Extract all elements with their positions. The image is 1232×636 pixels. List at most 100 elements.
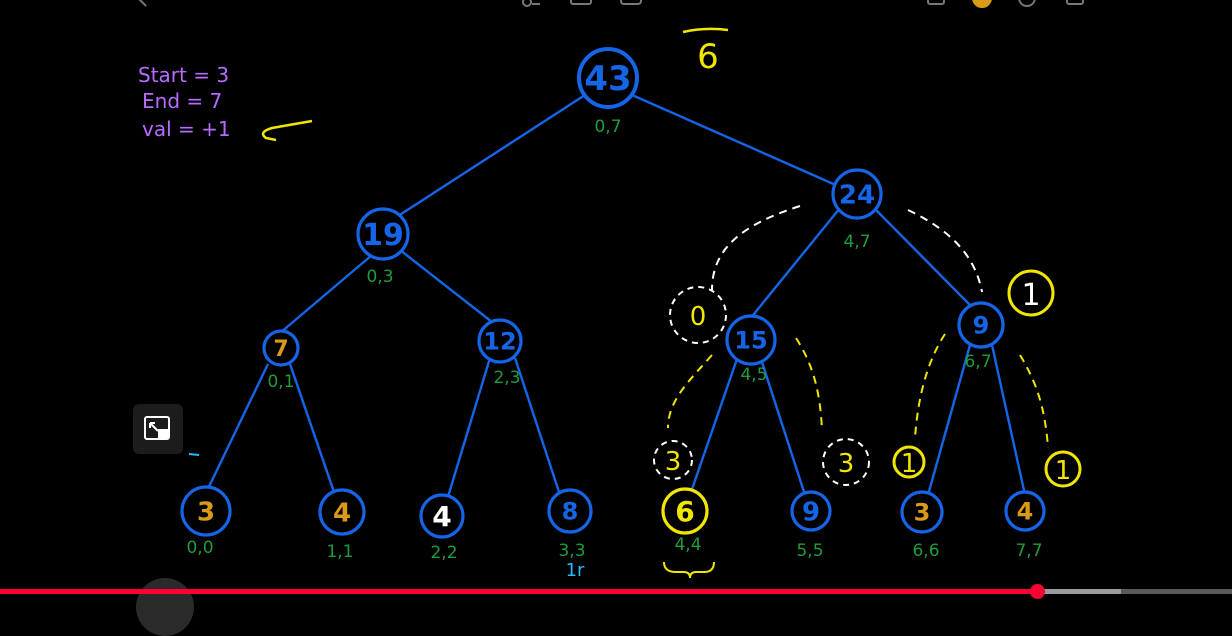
- node-circle: [180, 485, 232, 537]
- progress-scrubber[interactable]: [1030, 584, 1046, 599]
- tree-node-n12: 122,3: [477, 318, 523, 388]
- tree-node-l4: 64,4: [661, 487, 709, 555]
- shape-icon[interactable]: [1018, 0, 1036, 7]
- node-range: 6,7: [964, 352, 991, 372]
- lazy-value-l4: 3: [665, 447, 682, 477]
- node-range: 0,1: [267, 372, 294, 392]
- tree-node-l2: 42,2: [419, 493, 465, 563]
- cursor-icon[interactable]: [138, 0, 147, 7]
- node-value: 4: [432, 500, 451, 533]
- node-circle: [661, 487, 709, 535]
- lazy-value-l5: 3: [838, 449, 855, 479]
- node-value: 9: [973, 312, 990, 340]
- tree-nodes: 430,7190,3244,770,1122,3154,596,730,041,…: [180, 47, 1046, 563]
- start-annotation: Start = 3: [138, 63, 229, 87]
- six-bar-mark: [682, 27, 729, 34]
- player-control-circle[interactable]: [136, 578, 194, 636]
- node-range: 2,2: [430, 543, 457, 563]
- node-range: 4,7: [843, 232, 870, 252]
- brace-mark: [663, 561, 715, 579]
- lazy-arrows: [667, 205, 1049, 449]
- lazy-value-n15: 0: [690, 302, 707, 332]
- node-circle: [356, 207, 410, 261]
- page-icon[interactable]: [927, 0, 945, 5]
- lazy-solid-circles: [892, 269, 1082, 488]
- lazy-value-l6: 1: [901, 449, 918, 479]
- arrow-yellow-1: [667, 354, 713, 429]
- tree-node-n15: 154,5: [725, 314, 777, 385]
- node-circle: [900, 490, 944, 534]
- picture-in-picture-button[interactable]: [133, 404, 183, 454]
- node-value: 4: [1017, 498, 1034, 526]
- node-range: 0,3: [366, 267, 393, 287]
- played-bar: [0, 589, 1038, 594]
- tree-node-l0: 30,0: [180, 485, 232, 558]
- node-range: 0,7: [594, 117, 621, 137]
- small-tick-mark: [188, 453, 200, 456]
- node-range: 5,5: [796, 541, 823, 561]
- node-circle: [477, 318, 523, 364]
- top-toolbar: [138, 0, 1084, 8]
- tree-node-l1: 41,1: [318, 488, 366, 562]
- node-circle: [1004, 490, 1046, 532]
- node-range: 3,3: [558, 541, 585, 561]
- node-circle: [790, 490, 832, 532]
- video-progress-bar[interactable]: [0, 584, 1232, 599]
- camera-icon[interactable]: [620, 0, 642, 5]
- grid-icon[interactable]: [570, 0, 592, 5]
- node-range: 0,0: [186, 538, 213, 558]
- whiteboard-canvas: 430,7190,3244,770,1122,3154,596,730,041,…: [138, 0, 1084, 581]
- tree-node-l5: 95,5: [790, 490, 832, 561]
- node-range: 4,4: [674, 535, 701, 555]
- tree-edges: [203, 93, 1027, 501]
- pip-icon: [144, 416, 170, 440]
- node-range: 4,5: [740, 365, 767, 385]
- end-annotation: End = 7: [142, 89, 222, 113]
- leaf-note: 1r: [566, 560, 585, 581]
- node-circle: [725, 314, 777, 366]
- lazy-circle-n9: [1007, 269, 1055, 317]
- arrow-yellow-2: [795, 337, 823, 431]
- lazy-circle-l7: [1044, 450, 1082, 488]
- top-right-annotation: 6: [697, 37, 719, 77]
- color-picker-icon[interactable]: [972, 0, 992, 8]
- node-circle: [262, 329, 300, 367]
- lazy-circles: [653, 286, 870, 486]
- node-value: 7: [273, 337, 288, 362]
- arrow-white-right: [907, 209, 983, 293]
- tree-node-l3: 83,3: [547, 488, 593, 561]
- tree-node-l6: 36,6: [900, 490, 944, 561]
- node-circle: [831, 168, 883, 220]
- lazy-value-l7: 1: [1055, 456, 1072, 486]
- arrow-yellow-3: [914, 333, 946, 439]
- arrow-yellow-4: [1019, 354, 1049, 449]
- node-value: 19: [362, 218, 404, 253]
- left-arrow-icon: [261, 119, 313, 142]
- node-circle: [318, 488, 366, 536]
- node-range: 6,6: [912, 541, 939, 561]
- val-annotation: val = +1: [142, 117, 231, 141]
- node-value: 15: [734, 327, 767, 355]
- tree-node-root: 430,7: [577, 47, 639, 137]
- node-range: 1,1: [326, 542, 353, 562]
- node-value: 43: [584, 59, 631, 99]
- node-value: 3: [914, 499, 931, 527]
- node-circle: [957, 301, 1005, 349]
- lazy-circle-l4: [653, 440, 693, 480]
- node-value: 24: [839, 180, 875, 210]
- node-circle: [577, 47, 639, 109]
- node-circle: [419, 493, 465, 539]
- tree-node-n19: 190,3: [356, 207, 410, 287]
- arrow-white-left: [711, 205, 801, 291]
- menu-icon[interactable]: [1066, 0, 1084, 5]
- lazy-circle-n15: [669, 286, 727, 344]
- lasso-icon[interactable]: [522, 0, 532, 7]
- node-circle: [547, 488, 593, 534]
- node-value: 8: [562, 498, 579, 526]
- node-value: 12: [483, 328, 516, 356]
- tree-node-n24: 244,7: [831, 168, 883, 252]
- node-range: 7,7: [1015, 541, 1042, 561]
- lazy-circle-l6: [892, 445, 926, 479]
- tree-node-n7: 70,1: [262, 329, 300, 392]
- node-value: 6: [675, 495, 694, 528]
